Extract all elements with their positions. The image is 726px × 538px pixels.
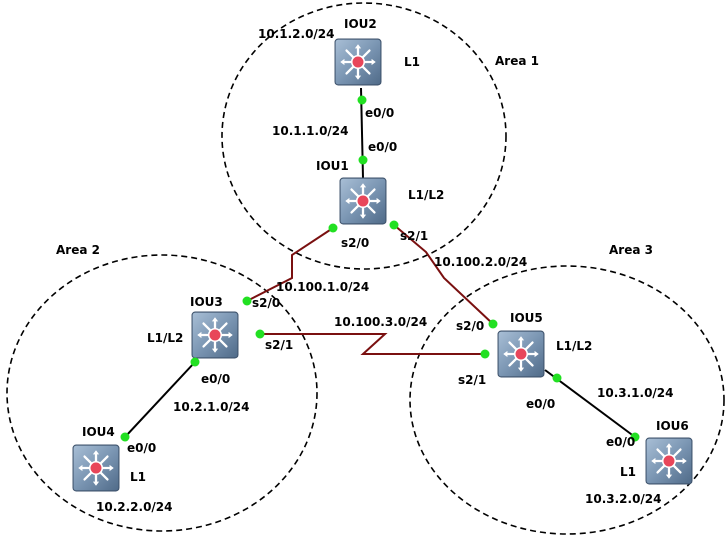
interface-label-iou1-s21: s2/1 — [400, 229, 428, 243]
network-label-iou1-iou3: 10.100.1.0/24 — [276, 280, 369, 294]
device-level-iou2: L1 — [404, 55, 420, 69]
device-name-iou2: IOU2 — [344, 17, 377, 31]
interface-label-iou5-s21: s2/1 — [458, 373, 486, 387]
port-dots — [120, 95, 640, 442]
device-level-iou6: L1 — [620, 465, 636, 479]
area3-boundary — [409, 265, 725, 535]
port-dot-iou4-e00 — [120, 432, 130, 442]
link-iou3-iou4 — [124, 361, 196, 438]
port-dot-iou5-e00 — [552, 373, 562, 383]
port-dot-iou1-e00 — [358, 155, 368, 165]
port-dot-iou5-s20 — [488, 319, 498, 329]
port-dot-iou1-s21 — [389, 220, 399, 230]
port-dot-iou3-s20 — [242, 296, 252, 306]
interface-label-iou3-e00: e0/0 — [201, 372, 230, 386]
device-iou2[interactable] — [334, 38, 382, 86]
device-level-iou4: L1 — [130, 470, 146, 484]
interface-label-iou1-s20: s2/0 — [341, 236, 369, 250]
area-boundaries — [6, 2, 725, 535]
network-label-iou3-iou5: 10.100.3.0/24 — [334, 315, 427, 329]
area2-boundary — [6, 254, 318, 532]
device-level-iou3: L1/L2 — [147, 331, 183, 345]
network-label-iou5-iou6: 10.3.1.0/24 — [597, 386, 674, 400]
device-iou4[interactable] — [72, 444, 120, 492]
interface-label-iou3-s21: s2/1 — [265, 338, 293, 352]
area2-label: Area 2 — [56, 243, 100, 257]
interface-label-iou6-e00: e0/0 — [606, 435, 635, 449]
network-label-iou1-iou2: 10.1.1.0/24 — [272, 124, 349, 138]
network-label-iou1-iou5: 10.100.2.0/24 — [434, 255, 527, 269]
interface-label-iou5-s20: s2/0 — [456, 319, 484, 333]
network-label-iou2-lan: 10.1.2.0/24 — [258, 27, 335, 41]
network-label-iou3-iou4: 10.2.1.0/24 — [173, 400, 250, 414]
interface-label-iou1-e00: e0/0 — [368, 140, 397, 154]
device-level-iou5: L1/L2 — [556, 339, 592, 353]
port-dot-iou1-s20 — [328, 223, 338, 233]
device-iou6[interactable] — [645, 437, 693, 485]
link-iou3-iou5-serial — [260, 333, 485, 355]
area1-label: Area 1 — [495, 54, 539, 68]
port-dot-iou3-s21 — [255, 329, 265, 339]
area3-label: Area 3 — [609, 243, 653, 257]
device-iou1[interactable] — [339, 177, 387, 225]
interface-label-iou3-s20: s2/0 — [252, 296, 280, 310]
device-iou3[interactable] — [191, 311, 239, 359]
port-dot-iou6-e00 — [630, 432, 640, 442]
port-dot-iou5-s21 — [480, 349, 490, 359]
device-iou5[interactable] — [497, 330, 545, 378]
interface-label-iou2-e00: e0/0 — [365, 106, 394, 120]
links — [124, 87, 636, 438]
device-name-iou5: IOU5 — [510, 311, 543, 325]
port-dot-iou2-e00 — [357, 95, 367, 105]
device-level-iou1: L1/L2 — [408, 188, 444, 202]
link-iou1-iou3-serial — [246, 227, 334, 302]
link-iou1-iou5-serial — [393, 224, 494, 325]
device-name-iou1: IOU1 — [316, 159, 349, 173]
port-dot-iou3-e00 — [190, 357, 200, 367]
device-name-iou3: IOU3 — [190, 295, 223, 309]
device-name-iou6: IOU6 — [656, 419, 689, 433]
network-label-iou4-lan: 10.2.2.0/24 — [96, 500, 173, 514]
network-label-iou6-lan: 10.3.2.0/24 — [585, 492, 662, 506]
device-name-iou4: IOU4 — [82, 425, 115, 439]
area1-boundary — [221, 2, 507, 270]
interface-label-iou5-e00: e0/0 — [526, 397, 555, 411]
interface-label-iou4-e00: e0/0 — [127, 441, 156, 455]
